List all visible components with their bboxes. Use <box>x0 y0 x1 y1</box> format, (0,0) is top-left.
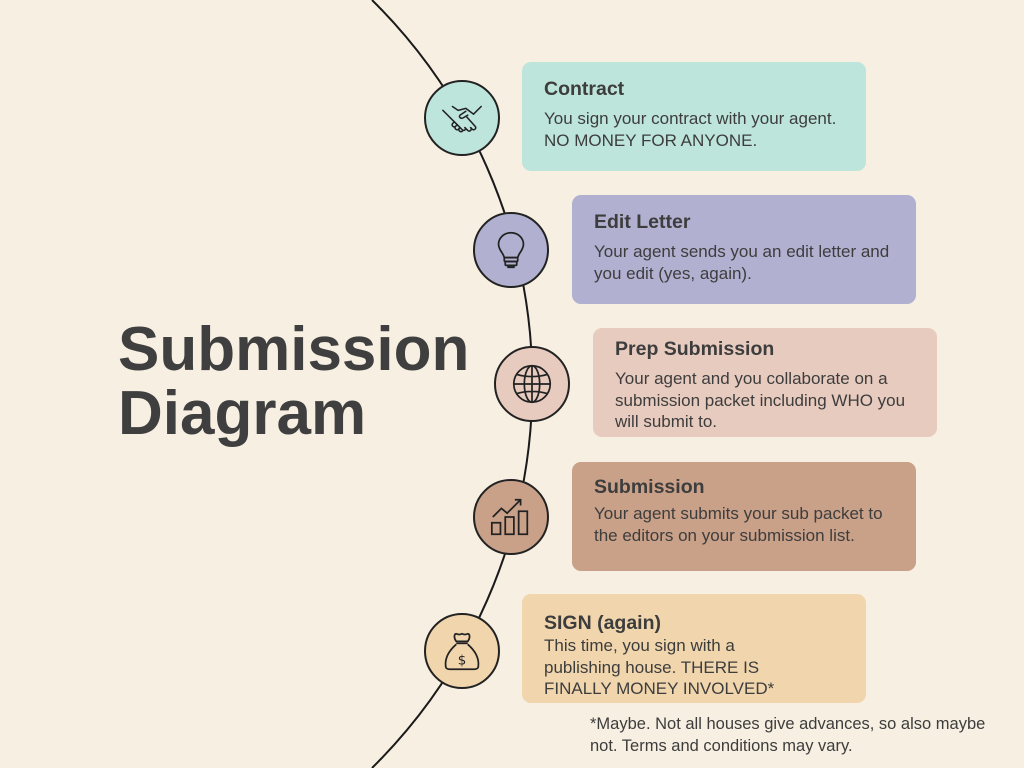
step-title: Edit Letter <box>594 211 691 233</box>
svg-text:$: $ <box>458 653 467 668</box>
step-card-edit-letter: Edit Letter Your agent sends you an edit… <box>572 195 916 304</box>
footnote: *Maybe. Not all houses give advances, so… <box>590 715 986 755</box>
step-node-contract <box>424 80 500 156</box>
step-node-edit-letter <box>473 212 549 288</box>
step-title: SIGN (again) <box>544 612 662 634</box>
step-card-prep-submission: Prep Submission Your agent and you colla… <box>593 328 937 437</box>
money-bag-icon: $ <box>444 632 480 671</box>
step-card-contract: Contract You sign your contract with you… <box>522 62 866 171</box>
step-title: Submission <box>594 476 705 498</box>
step-description: Your agent and you collaborate on a subm… <box>615 369 906 431</box>
step-description: This time, you sign with a publishing ho… <box>544 636 775 698</box>
title-line-1: Submission <box>118 315 470 384</box>
step-title: Contract <box>544 78 625 100</box>
step-card-sign-again: SIGN (again) This time, you sign with a … <box>522 594 866 703</box>
step-title: Prep Submission <box>615 338 775 360</box>
step-node-prep-submission <box>494 346 570 422</box>
step-description: You sign your contract with your agent. … <box>544 109 837 150</box>
lightbulb-icon <box>497 231 525 269</box>
step-description: Your agent submits your sub packet to th… <box>594 504 883 545</box>
step-node-submission <box>473 479 549 555</box>
handshake-icon <box>442 105 482 133</box>
step-card-submission: Submission Your agent submits your sub p… <box>572 462 916 571</box>
title-line-2: Diagram <box>118 379 367 448</box>
globe-icon <box>512 364 552 404</box>
growth-chart-icon <box>490 498 529 536</box>
step-node-sign-again: $ <box>424 613 500 689</box>
step-description: Your agent sends you an edit letter and … <box>594 242 890 283</box>
page-title: Submission Diagram <box>118 318 469 446</box>
